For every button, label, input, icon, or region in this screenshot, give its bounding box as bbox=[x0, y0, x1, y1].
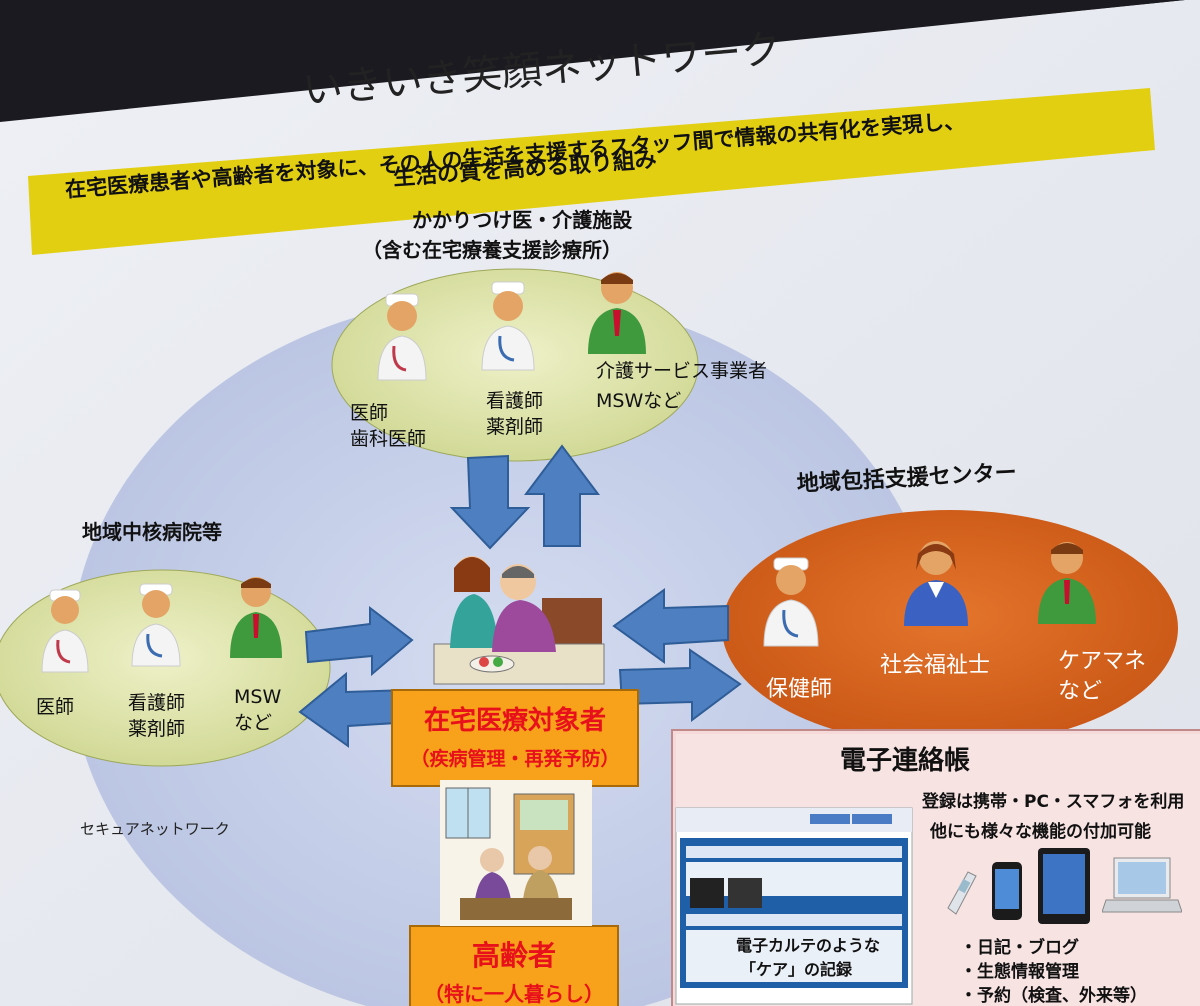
top-role-2-line1: 看護師 bbox=[486, 390, 544, 412]
bottom-box-title: 高齢者 bbox=[471, 939, 556, 972]
panel-line-2: 他にも様々な機能の付加可能 bbox=[930, 822, 1151, 842]
left-role-1-line1: 医師 bbox=[36, 696, 75, 718]
doctor-icon bbox=[41, 589, 89, 673]
nurse-icon bbox=[481, 281, 535, 371]
network-label: セキュアネットワーク bbox=[80, 820, 230, 838]
bottom-box-subtitle: （特に一人暮らし） bbox=[424, 982, 604, 1006]
right-role-3-line2: など bbox=[1058, 679, 1103, 704]
nurse-icon bbox=[763, 557, 819, 647]
arrow-left-right-group bbox=[612, 588, 729, 664]
staff-icon bbox=[588, 272, 646, 354]
laptop-icon bbox=[1102, 857, 1182, 913]
top-role-3-line1: 介護サービス事業者 bbox=[596, 360, 768, 382]
center-box-title: 在宅医療対象者 bbox=[423, 706, 606, 736]
left-role-2-line1: 看護師 bbox=[128, 692, 186, 714]
screenshot-caption-1: 電子カルテのような bbox=[736, 936, 881, 955]
staff-icon bbox=[904, 541, 968, 626]
top-role-2-line2: 薬剤師 bbox=[486, 416, 544, 438]
banner-bar bbox=[28, 88, 1155, 255]
patient-care-illustration bbox=[433, 556, 605, 685]
doctor-icon bbox=[377, 293, 427, 381]
top-role-3-line2: MSWなど bbox=[596, 390, 682, 412]
screenshot-caption-2: 「ケア」の記録 bbox=[740, 960, 853, 979]
left-role-3-line2: など bbox=[234, 712, 273, 734]
smartphone-icon bbox=[992, 862, 1022, 920]
panel-line-1: 登録は携帯・PC・スマフォを利用 bbox=[922, 792, 1185, 812]
left-role-3-line1: MSW bbox=[234, 686, 282, 708]
tablet-icon bbox=[1038, 848, 1090, 924]
left-role-2-line2: 薬剤師 bbox=[128, 718, 186, 740]
center-box bbox=[391, 689, 639, 787]
arrow-down bbox=[449, 454, 531, 550]
flip-phone-icon bbox=[947, 871, 977, 915]
staff-icon bbox=[1038, 542, 1096, 624]
staff-icon bbox=[230, 577, 282, 658]
elderly-illustration bbox=[440, 780, 592, 926]
feature-1: ・日記・ブログ bbox=[960, 938, 1079, 958]
bottom-box bbox=[409, 925, 619, 1006]
arrow-up bbox=[524, 444, 600, 547]
feature-3: ・予約（検査、外来等） bbox=[960, 986, 1147, 1006]
arrow-right-left-group bbox=[304, 605, 414, 677]
nurse-icon bbox=[131, 583, 181, 667]
right-role-1-line1: 保健師 bbox=[766, 677, 833, 702]
center-box-subtitle: （疾病管理・再発予防） bbox=[410, 748, 620, 770]
right-role-2-line1: 社会福祉士 bbox=[880, 653, 991, 678]
feature-2: ・生態情報管理 bbox=[960, 962, 1079, 982]
top-role-1-line2: 歯科医師 bbox=[350, 428, 427, 450]
top-group-label: かかりつけ医・介護施設 bbox=[412, 208, 633, 232]
top-role-1-line1: 医師 bbox=[350, 402, 389, 424]
panel-title: 電子連絡帳 bbox=[840, 746, 971, 776]
left-group-label: 地域中核病院等 bbox=[82, 520, 222, 544]
right-role-3-line1: ケアマネ bbox=[1058, 649, 1147, 674]
top-group-sublabel: （含む在宅療養支援診療所） bbox=[362, 238, 622, 262]
